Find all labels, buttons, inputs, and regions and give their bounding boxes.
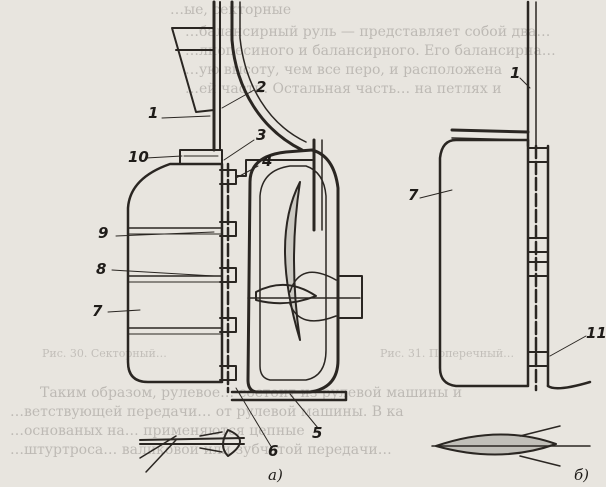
figure-a-caption: а) — [268, 466, 283, 484]
figure-a-drawing — [107, 0, 363, 473]
label-a-10: 10 — [128, 148, 149, 166]
bleed-line-1: …балансирный руль — представляет собой д… — [185, 24, 551, 40]
label-a-9: 9 — [98, 224, 109, 242]
label-a-2: 2 — [256, 78, 267, 96]
bleed-line-4: …ей части. Остальная часть… на петлях и — [185, 81, 502, 97]
label-b-7: 7 — [408, 186, 419, 204]
label-a-6: 6 — [268, 442, 279, 460]
label-a-3: 3 — [256, 126, 267, 144]
bleed-line-3: …ую высоту, чем все перо, и расположена — [185, 62, 503, 78]
label-b-11: 11 — [586, 324, 606, 342]
label-b-1: 1 — [510, 64, 521, 82]
label-a-7: 7 — [92, 302, 103, 320]
figure-b-drawing — [419, 0, 592, 467]
figure-b-caption: б) — [574, 466, 590, 484]
bleed-caption-1: Рис. 31. Поперечный… — [380, 347, 515, 360]
bleed-caption-0: Рис. 30. Секторный… — [42, 347, 167, 360]
bleed-bottom-1: …ветствующей передачи… от рулевой машины… — [10, 404, 404, 420]
label-a-8: 8 — [96, 260, 107, 278]
label-a-5: 5 — [312, 424, 323, 442]
bleed-bottom-2: …основаных на… применяются цепные — [10, 423, 305, 439]
label-a-4: 4 — [262, 152, 273, 170]
bleed-bottom-3: …штуртроса… валиковой или зубчатой перед… — [10, 442, 392, 458]
bleed-line-2: …лнопесиного и балансирного. Его баланси… — [185, 43, 556, 59]
label-a-1: 1 — [148, 104, 159, 122]
